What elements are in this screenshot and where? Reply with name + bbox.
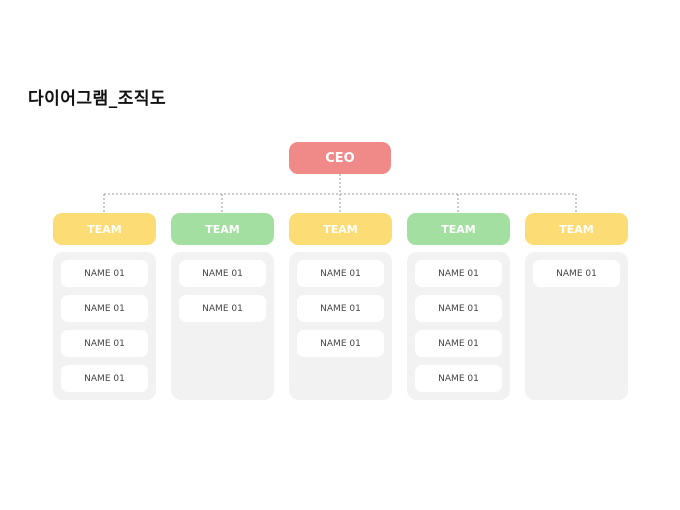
team-header: TEAM	[53, 213, 156, 245]
team-member-panel: NAME 01 NAME 01 NAME 01	[289, 252, 392, 400]
ceo-box: CEO	[289, 142, 391, 174]
team-label: TEAM	[205, 222, 240, 236]
team-header: TEAM	[289, 213, 392, 245]
team-header: TEAM	[525, 213, 628, 245]
member-card: NAME 01	[179, 295, 266, 322]
member-card: NAME 01	[297, 330, 384, 357]
member-card: NAME 01	[61, 260, 148, 287]
member-card: NAME 01	[297, 295, 384, 322]
member-card: NAME 01	[415, 295, 502, 322]
member-card: NAME 01	[533, 260, 620, 287]
page-title: 다이어그램_조직도	[28, 89, 167, 109]
member-card: NAME 01	[415, 330, 502, 357]
member-card: NAME 01	[61, 365, 148, 392]
team-label: TEAM	[441, 222, 476, 236]
member-card: NAME 01	[179, 260, 266, 287]
member-card: NAME 01	[415, 260, 502, 287]
member-card: NAME 01	[61, 295, 148, 322]
ceo-label: CEO	[325, 150, 355, 166]
team-member-panel: NAME 01 NAME 01 NAME 01 NAME 01	[53, 252, 156, 400]
team-label: TEAM	[87, 222, 122, 236]
member-card: NAME 01	[61, 330, 148, 357]
team-member-panel: NAME 01 NAME 01 NAME 01 NAME 01	[407, 252, 510, 400]
team-label: TEAM	[323, 222, 358, 236]
team-member-panel: NAME 01	[525, 252, 628, 400]
team-header: TEAM	[407, 213, 510, 245]
team-label: TEAM	[559, 222, 594, 236]
team-header: TEAM	[171, 213, 274, 245]
member-card: NAME 01	[415, 365, 502, 392]
team-member-panel: NAME 01 NAME 01	[171, 252, 274, 400]
member-card: NAME 01	[297, 260, 384, 287]
